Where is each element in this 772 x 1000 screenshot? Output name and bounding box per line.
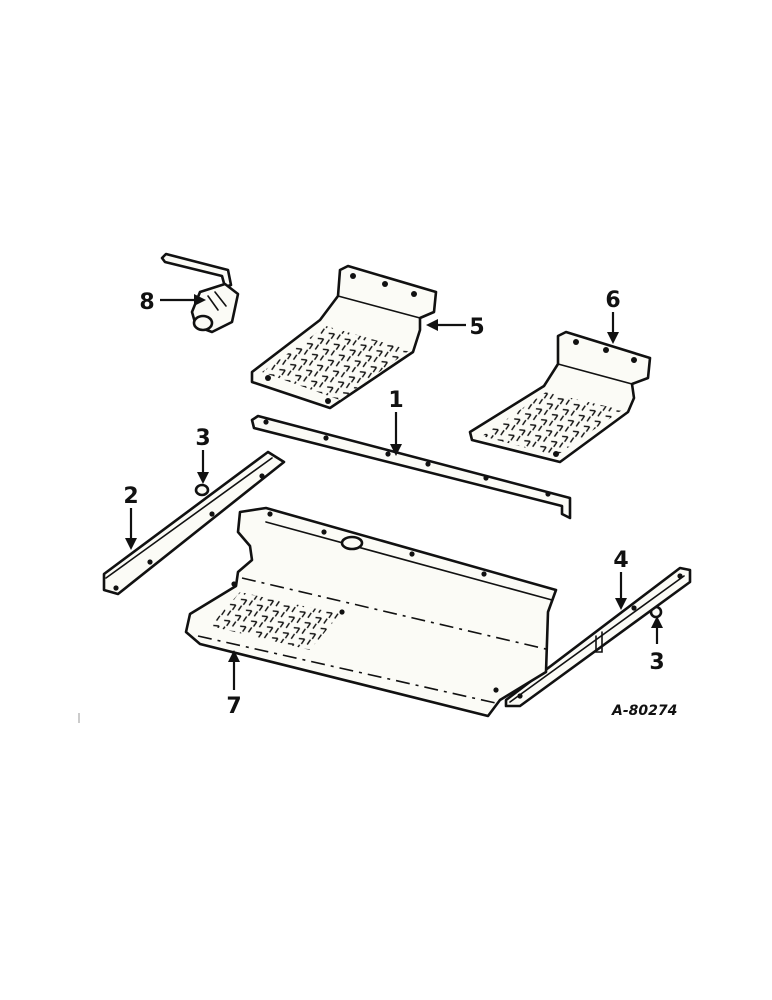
callout-5: 5	[469, 315, 484, 340]
part-5-left-floor-plate	[250, 264, 438, 410]
callout-2: 2	[123, 484, 138, 509]
part-1-center-angle	[250, 414, 572, 520]
leader-lines	[125, 294, 663, 690]
callout-3-right: 3	[649, 650, 664, 675]
callout-1: 1	[388, 388, 403, 413]
callout-3-left: 3	[195, 426, 210, 451]
callout-7: 7	[226, 694, 241, 719]
part-8-latch	[160, 252, 240, 334]
part-7-floor-pan	[184, 506, 558, 718]
callout-6: 6	[605, 288, 620, 313]
callout-8: 8	[139, 290, 154, 315]
callout-4: 4	[613, 548, 628, 573]
part-3-nut-left	[194, 483, 210, 497]
part-6-right-floor-plate	[468, 330, 652, 464]
drawing-reference-number: A-80274	[611, 703, 677, 719]
part-4-right-rail	[504, 566, 692, 708]
part-2-left-rail	[102, 450, 286, 596]
